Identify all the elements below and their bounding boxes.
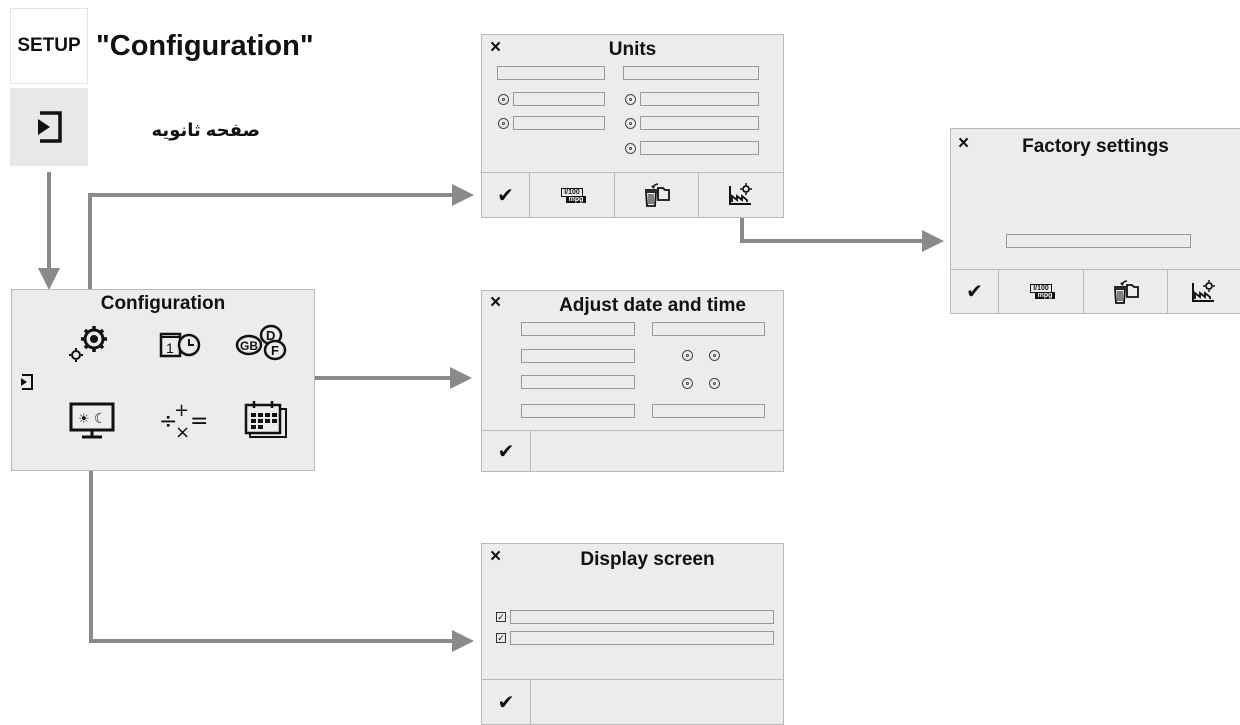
restore-folder-button[interactable] — [1084, 270, 1168, 313]
display-button-bar: ✔ — [482, 679, 783, 724]
factory-settings-button[interactable] — [1168, 270, 1240, 313]
svg-text:D: D — [266, 328, 275, 343]
svg-text:GB: GB — [240, 339, 258, 353]
setup-button[interactable]: SETUP — [10, 8, 88, 84]
factory-settings-title: Factory settings — [1022, 136, 1169, 157]
radio-button[interactable] — [709, 350, 720, 361]
gears-icon[interactable] — [68, 324, 112, 364]
arrow-units-to-factory — [740, 218, 930, 243]
trash-folder-icon — [1113, 279, 1139, 304]
date-time-field[interactable] — [652, 404, 765, 418]
factory-settings-field[interactable] — [1006, 234, 1191, 248]
check-icon: ✔ — [497, 184, 514, 207]
units-field[interactable] — [640, 141, 759, 155]
date-time-field[interactable] — [652, 322, 765, 336]
svg-text:×: × — [175, 422, 190, 442]
date-time-icon[interactable]: 1 — [158, 331, 202, 359]
radio-button[interactable] — [682, 350, 693, 361]
svg-text:F: F — [271, 343, 279, 358]
units-field[interactable] — [640, 92, 759, 106]
units-field[interactable] — [513, 116, 605, 130]
arrow-config-to-display — [89, 450, 455, 643]
factory-icon — [729, 183, 752, 205]
check-icon: ✔ — [966, 281, 983, 303]
check-icon: ✔ — [497, 691, 515, 714]
radio-button[interactable] — [625, 118, 636, 129]
units-field[interactable] — [497, 66, 605, 80]
close-icon[interactable]: × — [490, 37, 502, 58]
radio-button[interactable] — [682, 378, 693, 389]
confirm-button[interactable]: ✔ — [482, 431, 531, 471]
close-icon[interactable]: × — [490, 292, 502, 313]
display-screen-title: Display screen — [580, 549, 715, 570]
configuration-menu-panel: Configuration 1 GB — [11, 289, 315, 471]
exit-icon — [38, 111, 62, 143]
page-title: "Configuration" — [96, 30, 314, 62]
trash-folder-icon — [644, 183, 670, 207]
empty-button-slot — [531, 680, 783, 724]
date-time-title: Adjust date and time — [559, 295, 746, 316]
arrow-config-to-units — [88, 193, 455, 290]
radio-button[interactable] — [498, 94, 509, 105]
date-time-field[interactable] — [521, 349, 635, 363]
units-panel-title: Units — [608, 39, 657, 60]
close-icon[interactable]: × — [958, 133, 970, 154]
languages-icon[interactable]: GB D F — [235, 323, 295, 363]
display-option-field[interactable] — [510, 631, 774, 645]
confirm-button[interactable]: ✔ — [951, 270, 999, 313]
configuration-panel-title: Configuration — [100, 293, 226, 314]
confirm-button[interactable]: ✔ — [482, 173, 530, 217]
check-icon: ✔ — [497, 440, 515, 463]
date-time-field[interactable] — [521, 322, 635, 336]
exit-button[interactable] — [10, 88, 88, 166]
calendar-icon[interactable] — [244, 399, 290, 439]
svg-text:+: + — [174, 400, 189, 421]
svg-text:1: 1 — [166, 340, 174, 356]
units-field[interactable] — [640, 116, 759, 130]
setup-label: SETUP — [17, 35, 81, 56]
units-math-icon[interactable]: ÷ + × = — [157, 400, 209, 442]
svg-text:☾: ☾ — [94, 411, 107, 427]
checkbox[interactable]: ✓ — [496, 633, 506, 643]
factory-icon — [1192, 279, 1215, 302]
factory-settings-button[interactable] — [699, 173, 783, 217]
checkbox[interactable]: ✓ — [496, 612, 506, 622]
secondary-page-label: صفحه ثانویه — [151, 120, 260, 140]
close-icon[interactable]: × — [490, 546, 502, 567]
radio-button[interactable] — [709, 378, 720, 389]
empty-button-slot — [531, 431, 783, 471]
radio-button[interactable] — [625, 143, 636, 154]
date-time-field[interactable] — [521, 404, 635, 418]
svg-text:÷: ÷ — [159, 409, 177, 434]
svg-text:=: = — [190, 409, 208, 434]
exit-icon[interactable] — [18, 373, 34, 391]
restore-folder-button[interactable] — [615, 173, 699, 217]
date-time-panel: × Adjust date and time ✔ — [481, 290, 784, 472]
date-time-field[interactable] — [521, 375, 635, 389]
units-field[interactable] — [513, 92, 605, 106]
radio-button[interactable] — [625, 94, 636, 105]
display-option-field[interactable] — [510, 610, 774, 624]
svg-text:☀: ☀ — [78, 412, 90, 427]
confirm-button[interactable]: ✔ — [482, 680, 531, 724]
radio-button[interactable] — [498, 118, 509, 129]
display-screen-panel: × Display screen ✓ ✓ ✔ — [481, 543, 784, 725]
display-day-night-icon[interactable]: ☀ ☾ — [69, 402, 115, 440]
date-time-button-bar: ✔ — [482, 430, 783, 471]
units-field[interactable] — [623, 66, 759, 80]
